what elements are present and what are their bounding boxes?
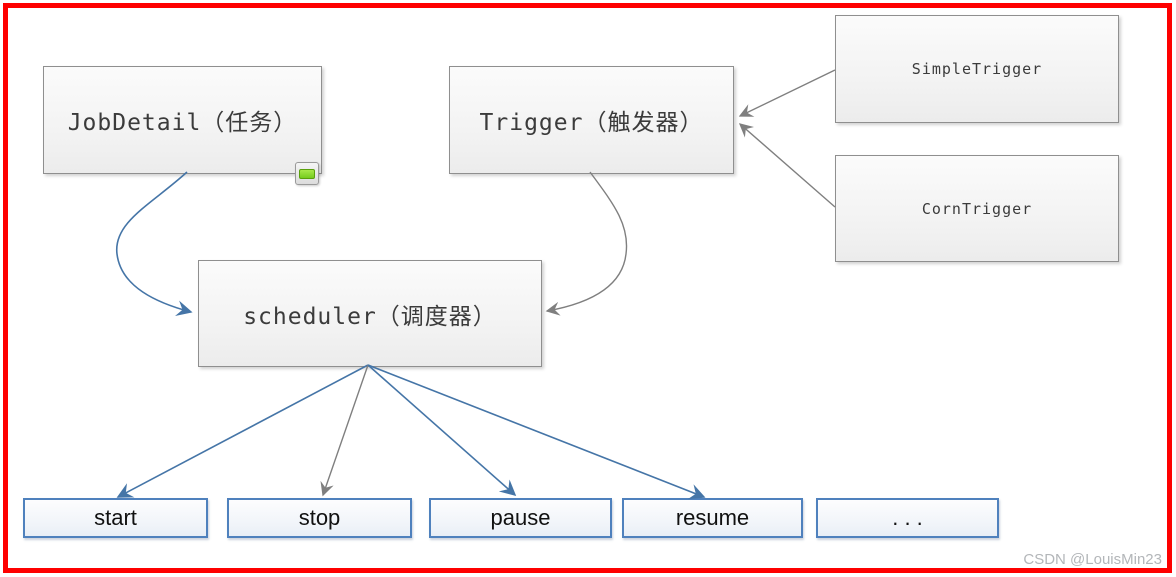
action-box-resume[interactable]: resume (622, 498, 803, 538)
node-corntrigger-label: CornTrigger (921, 199, 1033, 218)
edge-simpletrigger-to-trigger (738, 69, 836, 117)
node-scheduler-label: scheduler（调度器） (243, 303, 497, 330)
action-more-label: . . . (892, 505, 923, 530)
node-simpletrigger[interactable]: SimpleTrigger (835, 15, 1119, 123)
edge-scheduler-to-resume (367, 364, 706, 500)
action-box-stop[interactable]: stop (227, 498, 412, 538)
edge-scheduler-to-start (116, 364, 369, 498)
node-trigger[interactable]: Trigger（触发器） (449, 66, 734, 174)
action-pause-label: pause (490, 505, 551, 530)
action-box-pause[interactable]: pause (429, 498, 612, 538)
green-pill-icon (299, 168, 315, 179)
edge-trigger-to-scheduler (545, 171, 628, 316)
csdn-watermark: CSDN @LouisMin23 (1023, 551, 1162, 568)
node-corntrigger[interactable]: CornTrigger (835, 155, 1119, 262)
action-start-label: start (94, 505, 137, 530)
node-jobdetail[interactable]: JobDetail（任务） (43, 66, 322, 185)
collapse-badge-icon[interactable] (295, 162, 319, 185)
action-box-start[interactable]: start (23, 498, 208, 538)
edge-scheduler-to-stop (320, 364, 369, 497)
node-scheduler[interactable]: scheduler（调度器） (198, 260, 542, 367)
node-trigger-label: Trigger（触发器） (479, 110, 704, 136)
edge-scheduler-to-pause (367, 364, 517, 497)
edge-jobdetail-to-scheduler (116, 171, 193, 317)
action-box-more[interactable]: . . . (816, 498, 999, 538)
node-simpletrigger-label: SimpleTrigger (911, 60, 1043, 78)
action-resume-label: resume (675, 505, 750, 530)
node-jobdetail-label: JobDetail（任务） (67, 110, 298, 136)
edge-corntrigger-to-trigger (738, 123, 836, 208)
action-stop-label: stop (298, 505, 341, 530)
